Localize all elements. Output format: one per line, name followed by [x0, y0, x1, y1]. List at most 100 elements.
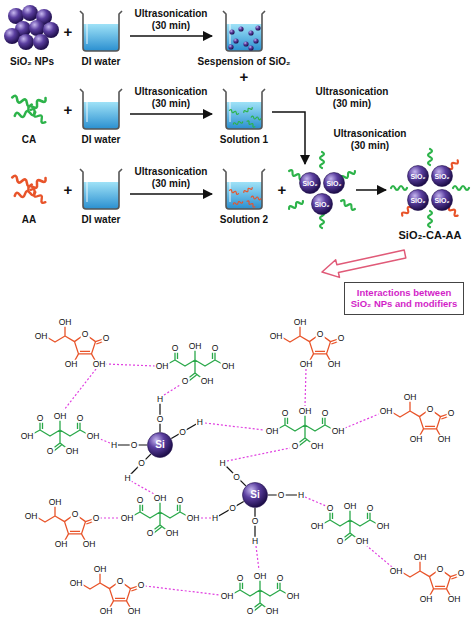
process-arrow — [130, 113, 212, 115]
atom-label: OH — [155, 362, 170, 371]
ascorbic-acid-icon — [11, 175, 47, 204]
molecule-squiggle — [243, 107, 253, 114]
atom-label: O — [276, 574, 285, 583]
atom-label: O — [36, 414, 45, 423]
citric-acid-shell — [288, 152, 356, 228]
atom-label: OH — [355, 537, 370, 546]
nanoparticle — [33, 34, 49, 50]
hydrogen-bond — [205, 423, 264, 430]
particle-dot — [238, 26, 243, 31]
bond-line — [215, 502, 244, 519]
atom-label: OH — [165, 529, 180, 538]
atom-label: OH — [92, 360, 107, 369]
atom-label: O — [81, 330, 90, 339]
atom-label: O — [178, 428, 187, 437]
atom-label: OH — [253, 572, 268, 581]
molecule-squiggle — [29, 108, 47, 124]
silanol-bonds — [114, 399, 301, 541]
citric-acid-skeleton — [274, 413, 336, 447]
atom-label: OH — [99, 607, 114, 616]
particle-label: SiO₂ — [410, 173, 425, 180]
atom-label: O — [457, 569, 466, 578]
dissolved-citric-acid — [229, 107, 261, 128]
atom-label: OH — [186, 514, 201, 523]
plus-sign: + — [64, 181, 73, 199]
atom-label: OH — [34, 332, 49, 341]
hydrogen-bond — [367, 546, 392, 567]
citric-acid-skeleton — [164, 348, 226, 382]
atom-label: OH — [327, 360, 342, 369]
molecule-skeletons — [29, 324, 462, 612]
product-label: SiO₂-CA-AA — [399, 229, 462, 242]
atom-label: OH — [379, 407, 394, 416]
atom-label: H — [110, 441, 118, 450]
product-label: Solution 2 — [220, 214, 268, 226]
atom-label: OH — [389, 567, 404, 576]
silica-particle: SiO₂ — [299, 172, 321, 194]
hydrogen-bond — [227, 448, 290, 461]
beaker — [223, 11, 265, 51]
molecule-squiggle — [229, 189, 239, 195]
hydrogen-bond — [305, 369, 306, 406]
particle-dot — [233, 38, 238, 43]
atom-label: O — [228, 504, 237, 513]
nanoparticle — [18, 34, 34, 50]
process-step-label: Ultrasonication (30 min) — [130, 8, 212, 32]
atom-label: OH — [20, 432, 35, 441]
atom-label: OH — [54, 540, 69, 549]
atom-label: OH — [293, 318, 308, 327]
molecule-squiggle — [14, 110, 35, 119]
plus-sign: + — [64, 23, 73, 41]
hydrogen-bond — [164, 385, 180, 395]
process-step-label: Ultrasonication (30 min) — [311, 86, 393, 110]
plus-sign: + — [278, 181, 287, 199]
particle-label: SiO₂ — [434, 197, 449, 204]
atom-label: O — [321, 409, 330, 418]
hydrogen-bond — [100, 517, 120, 518]
atom-label: O — [46, 447, 55, 456]
atom-label: OH — [221, 362, 236, 371]
product-label: Sespension of SiO₂ — [198, 56, 291, 68]
process-arrow — [356, 189, 386, 191]
atom-label: H — [196, 418, 204, 427]
molecule-squiggle — [233, 121, 243, 126]
atom-label: OH — [58, 318, 73, 327]
ascorbic-acid-skeleton — [280, 324, 342, 362]
modifier-shell — [391, 149, 469, 227]
atom-label: O — [71, 510, 80, 519]
process-step-label: Ultrasonication (30 min) — [130, 166, 212, 190]
hydrogen-bond — [106, 364, 155, 366]
silica-particle: SiO₂ — [407, 165, 429, 187]
sphere-fill — [432, 166, 453, 187]
atom-label: O — [130, 441, 139, 450]
molecule-squiggle — [251, 196, 261, 200]
ascorbic-acid-skeleton — [35, 504, 97, 542]
atom-label: O — [436, 565, 445, 574]
atom-label: O — [326, 504, 335, 513]
silica-particle: SiO₂ — [431, 165, 453, 187]
nanoparticle — [29, 20, 45, 36]
sphere-fill — [243, 483, 268, 508]
silica-particle: SiO₂ — [431, 189, 453, 211]
atom-label: O — [137, 581, 146, 590]
particle-dot — [253, 38, 258, 43]
molecule-squiggle — [251, 116, 261, 120]
particle-label: SiO₂ — [410, 197, 425, 204]
molecule-squiggle — [453, 186, 469, 190]
nanoparticle — [4, 28, 20, 44]
hydrogen-bond — [131, 481, 154, 494]
atom-label: O — [116, 577, 125, 586]
nanoparticle — [22, 5, 38, 21]
atom-label: OH — [82, 540, 97, 549]
particle-dot — [248, 45, 253, 50]
citric-acid-icon — [11, 95, 47, 124]
molecule-squiggle — [246, 120, 255, 127]
atom-label: OH — [265, 427, 280, 436]
process-step-label: Ultrasonication (30 min) — [130, 86, 212, 110]
atom-label: OH — [310, 442, 325, 451]
atom-label: O — [447, 409, 456, 418]
atom-label: O — [236, 574, 245, 583]
atom-label: H — [123, 473, 131, 482]
molecule-squiggle — [340, 199, 356, 210]
molecule-squiggle — [29, 188, 47, 204]
